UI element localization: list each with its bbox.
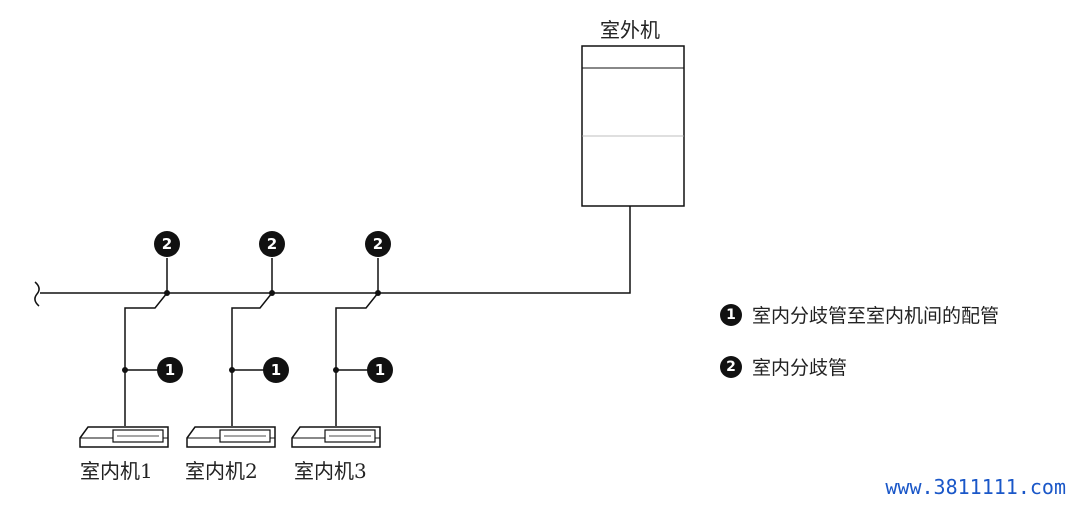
marker-1-pipe-3: 1 (367, 357, 393, 383)
svg-text:1: 1 (271, 361, 281, 379)
svg-text:1: 1 (165, 361, 175, 379)
pipe-break-symbol (34, 281, 40, 307)
svg-text:2: 2 (267, 235, 277, 253)
main-pipe (40, 206, 631, 294)
marker-1-pipe-2: 1 (263, 357, 289, 383)
indoor-unit-1-label: 室内机1 (80, 459, 153, 483)
branch-1 (122, 258, 170, 426)
legend-item-2-text: 室内分歧管 (752, 357, 848, 379)
marker-2-branch-3: 2 (365, 231, 391, 257)
legend-item-2: 2 室内分歧管 (720, 353, 847, 380)
outdoor-unit-label: 室外机 (600, 18, 660, 42)
legend-item-1: 1 室内分歧管至室内机间的配管 (720, 301, 999, 328)
indoor-unit-3-icon (291, 426, 381, 448)
indoor-unit-2-label: 室内机2 (185, 459, 258, 483)
branch-3 (333, 258, 381, 426)
svg-text:2: 2 (162, 235, 172, 253)
outdoor-unit (581, 45, 685, 207)
marker-2-branch-2: 2 (259, 231, 285, 257)
indoor-unit-3-label: 室内机3 (294, 459, 367, 483)
marker-2-branch-1: 2 (154, 231, 180, 257)
marker-2-icon: 2 (720, 355, 742, 378)
marker-1-pipe-1: 1 (157, 357, 183, 383)
svg-text:1: 1 (375, 361, 385, 379)
branch-2 (229, 258, 275, 426)
svg-text:2: 2 (373, 235, 383, 253)
marker-1-icon: 1 (720, 303, 742, 326)
indoor-unit-1-icon (79, 426, 169, 448)
watermark: www.3811111.com (885, 475, 1066, 499)
legend-item-1-text: 室内分歧管至室内机间的配管 (752, 305, 1000, 327)
indoor-unit-2-icon (186, 426, 276, 448)
